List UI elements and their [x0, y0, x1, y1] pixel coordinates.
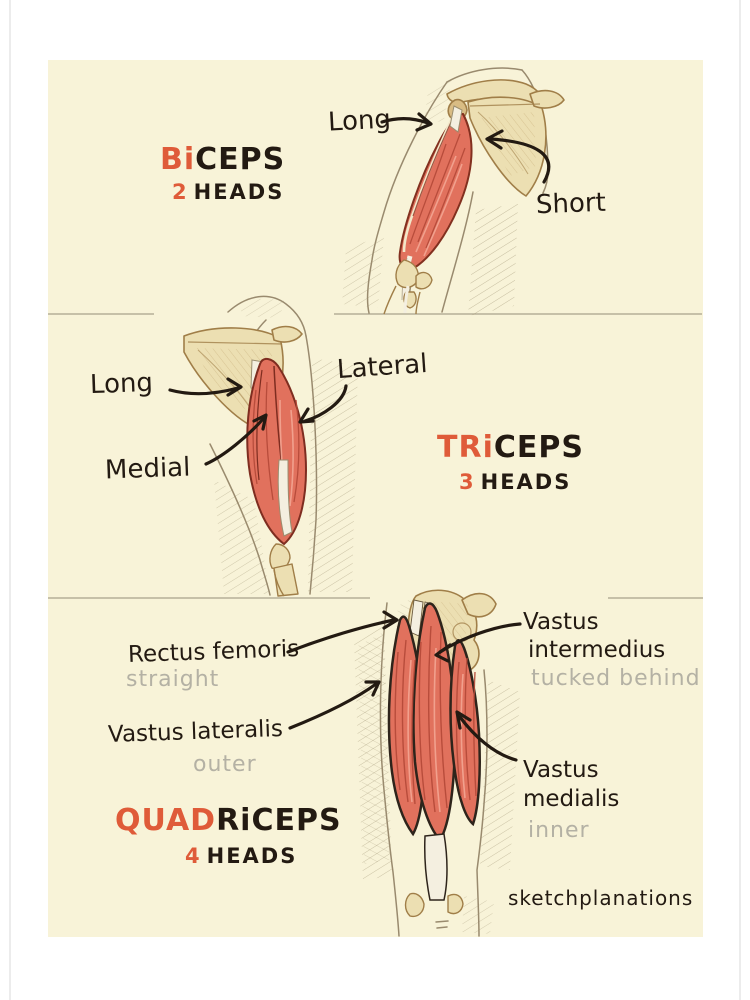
- triceps-hatching: [214, 298, 358, 594]
- quads-muscles: [387, 599, 481, 901]
- lateral-head-arrow: [303, 384, 348, 423]
- quads-knee-bones: [404, 892, 464, 918]
- biceps-hatching: [342, 78, 518, 316]
- long-head-arrow: [380, 117, 430, 125]
- vastus-intermedius-label-line2: intermedius: [528, 637, 666, 663]
- triceps-heads-word: HEADS: [480, 470, 572, 494]
- biceps-elbow-bones: [383, 259, 433, 315]
- biceps-short-head-label: Short: [535, 187, 607, 221]
- triceps-title: TRiCEPS: [437, 433, 584, 463]
- biceps-heads-number: 2: [172, 180, 189, 204]
- anatomy-illustration: [48, 67, 703, 937]
- vastus-medialis-note: inner: [528, 818, 590, 843]
- quadriceps-title-accent: QUAD: [115, 803, 217, 838]
- quadriceps-heads-word: HEADS: [206, 844, 298, 868]
- vastus-intermedius-note: tucked behind: [531, 666, 701, 691]
- biceps-muscle: [398, 105, 473, 301]
- triceps-title-accent: TRi: [437, 430, 494, 465]
- section-dividers: [48, 313, 703, 599]
- sketchplanations-signature: sketchplanations: [508, 886, 694, 910]
- quadriceps-figure: [286, 589, 522, 937]
- biceps-title: BiCEPS: [160, 145, 285, 175]
- biceps-figure: [342, 67, 565, 316]
- rectus-femoris-label: Rectus femoris: [127, 636, 300, 668]
- vastus-medialis-label-line1: Vastus: [523, 757, 599, 783]
- triceps-figure: [168, 295, 358, 597]
- vastus-intermedius-label-line1: Vastus: [523, 609, 599, 635]
- triceps-long-head-label: Long: [89, 367, 154, 401]
- triceps-elbow-bones: [269, 543, 299, 597]
- quadriceps-heads-number: 4: [185, 844, 202, 868]
- biceps-title-accent: Bi: [160, 142, 196, 177]
- rectus-femoris-arrow: [286, 618, 396, 654]
- page-edge-right: [739, 0, 741, 1000]
- triceps-heads-number: 3: [459, 470, 476, 494]
- quads-arrows: [286, 610, 522, 762]
- long-head-arrow: [168, 386, 240, 396]
- biceps-arrows: [380, 112, 551, 184]
- quadriceps-title: QUADRiCEPS: [115, 806, 342, 836]
- vastus-lateralis-label: Vastus lateralis: [107, 715, 284, 749]
- triceps-arrows: [168, 377, 348, 466]
- short-head-arrow: [489, 137, 551, 184]
- rectus-femoris-note: straight: [126, 667, 220, 692]
- vastus-lateralis-arrow: [288, 682, 378, 730]
- vastus-lateralis-note: outer: [193, 752, 257, 777]
- triceps-medial-head-label: Medial: [104, 452, 191, 486]
- triceps-muscle: [246, 358, 308, 546]
- triceps-lateral-head-label: Lateral: [336, 348, 429, 386]
- quadriceps-title-rest: RiCEPS: [216, 803, 342, 838]
- vastus-medialis-label-line2: medialis: [523, 786, 620, 812]
- biceps-heads-word: HEADS: [193, 180, 285, 204]
- biceps-long-head-label: Long: [327, 104, 392, 138]
- vastus-medialis-arrow: [458, 715, 518, 762]
- medial-head-arrow: [204, 417, 265, 466]
- triceps-title-rest: CEPS: [493, 430, 584, 465]
- page-edge-left: [9, 0, 11, 1000]
- biceps-title-rest: CEPS: [195, 142, 286, 177]
